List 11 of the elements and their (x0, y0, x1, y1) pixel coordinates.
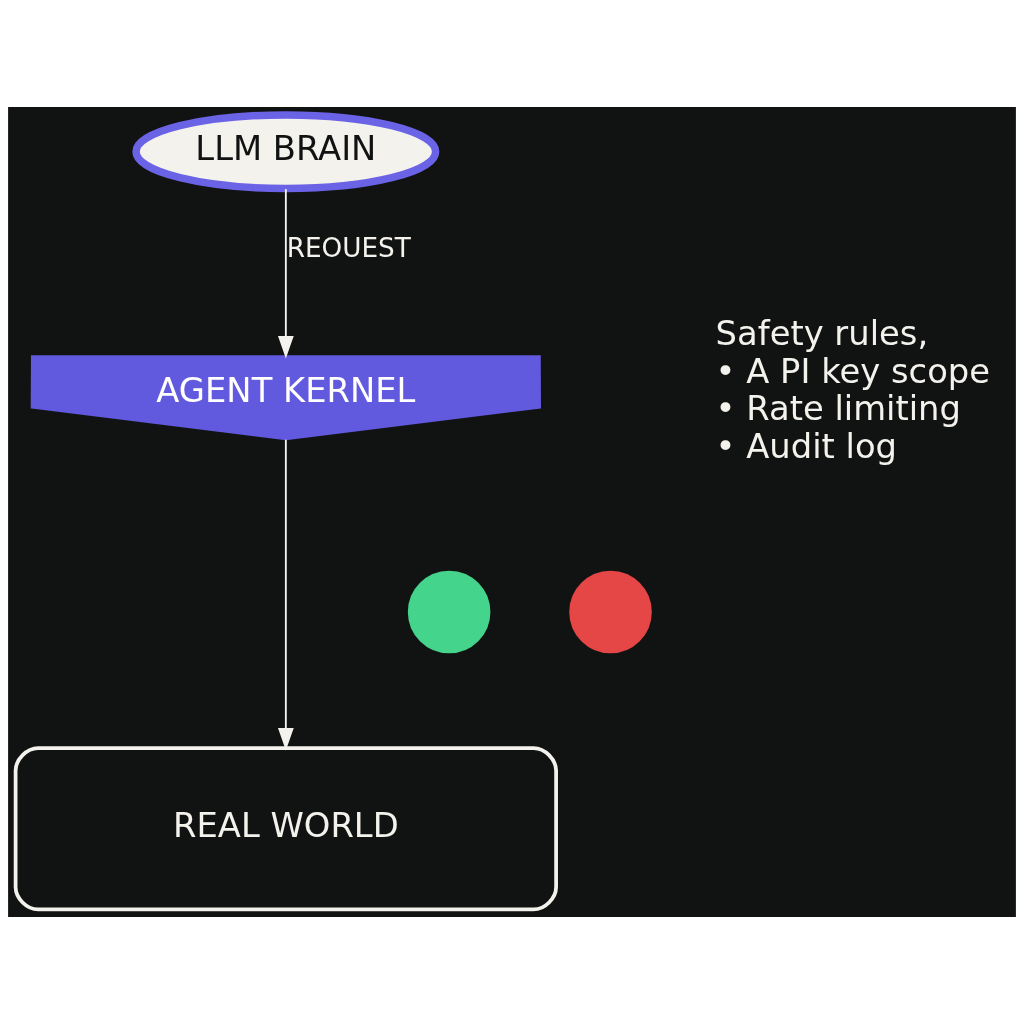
node-circle (407, 570, 491, 654)
node-label: Safety rules, (715, 314, 929, 354)
node-label: • A PI key scope (715, 351, 991, 391)
node-ellipse: LLM BRAIN (132, 111, 440, 193)
arrow (277, 438, 294, 751)
node-circle (569, 570, 652, 654)
node-label: • Audit log (715, 426, 898, 466)
edge-label: REOUEST (286, 232, 411, 263)
node-label: • Rate limiting (715, 389, 961, 429)
arrow (277, 188, 294, 359)
node-box: REAL WORLD (13, 746, 558, 912)
